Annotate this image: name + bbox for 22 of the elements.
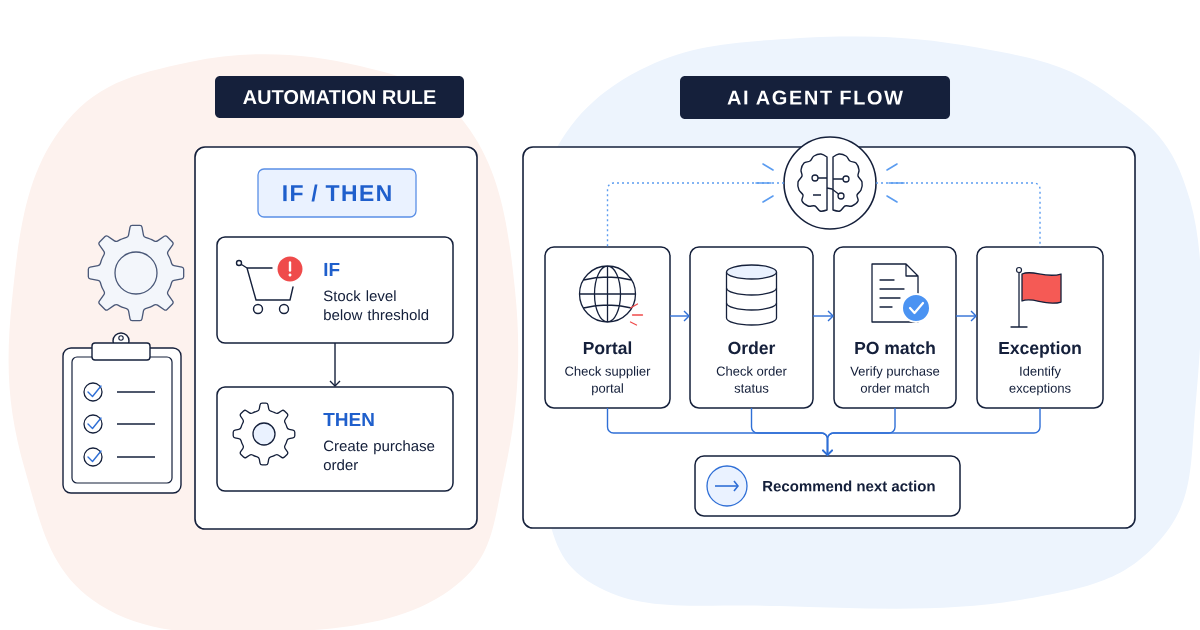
title-badge: IF / THEN <box>257 168 417 218</box>
rule-text: Stock level below threshold <box>323 290 429 321</box>
arrow <box>821 407 1041 456</box>
card-text: Identify exceptions <box>1009 366 1071 396</box>
card-title: Portal <box>583 341 632 355</box>
rule-keyword: THEN <box>323 412 374 426</box>
card-title: Exception <box>999 341 1081 358</box>
rule-keyword: IF <box>324 262 340 276</box>
card-title: Order <box>728 341 776 355</box>
card-text: Check order status <box>716 366 787 393</box>
rule-text: Create purchase order <box>323 440 435 471</box>
arrow <box>812 310 834 322</box>
arrow <box>955 310 977 322</box>
arrow <box>329 342 341 387</box>
heading-badge: AUTOMATION RULE <box>215 76 464 118</box>
card-text: Check supplier portal <box>565 366 651 396</box>
dotted-connector <box>606 182 785 248</box>
arrow <box>669 310 690 322</box>
card-title: PO match <box>855 341 935 355</box>
card-text: Verify purchase order match <box>850 366 940 393</box>
heading-badge: AI AGENT FLOW <box>680 76 950 119</box>
action-text: Recommend next action <box>763 480 935 492</box>
